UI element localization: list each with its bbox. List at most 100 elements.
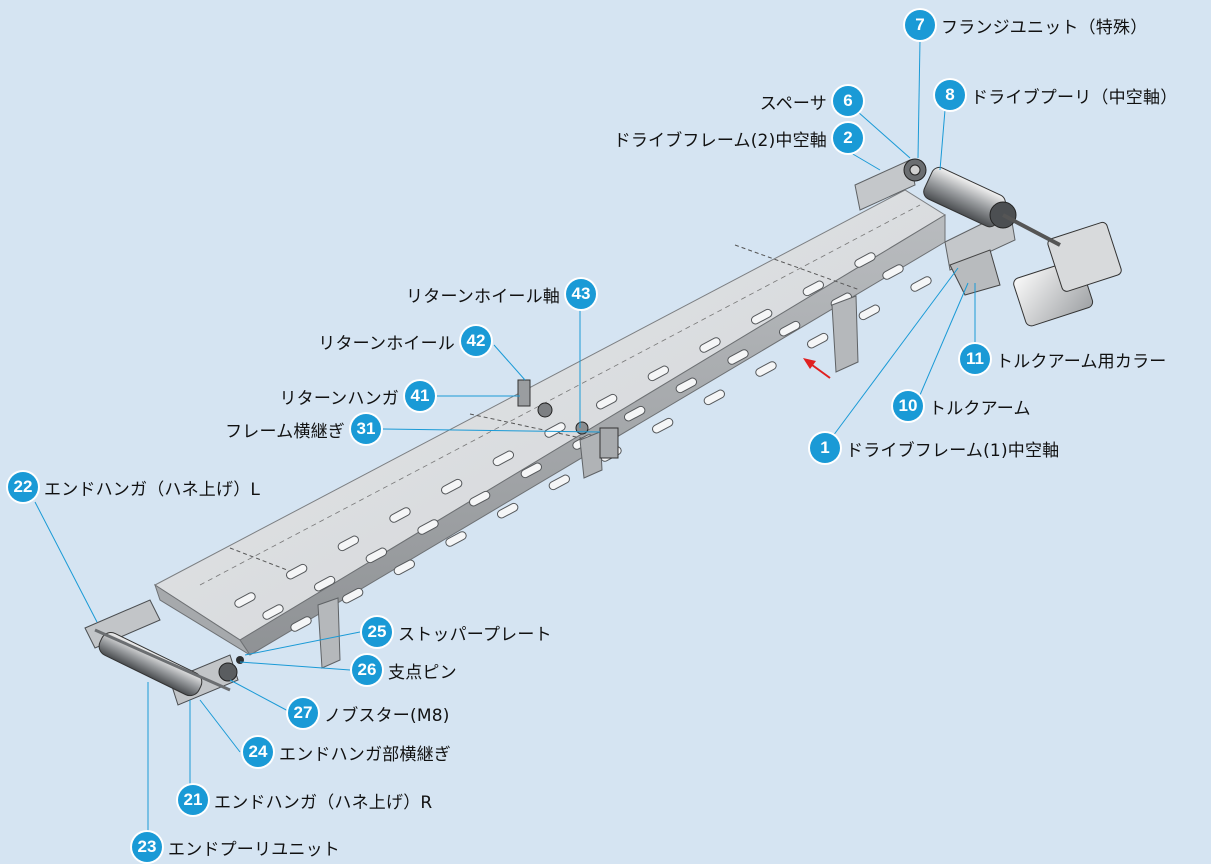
callout-number-badge: 24 — [243, 737, 273, 767]
support-legs — [317, 295, 859, 669]
frame-slot — [313, 575, 336, 592]
frame-slot — [755, 361, 777, 377]
flange-unit-hub — [909, 164, 921, 176]
frame-slot — [703, 389, 726, 406]
return-wheel-group — [517, 379, 619, 459]
callout-label: リターンホイール軸 — [406, 286, 560, 307]
callout-number-badge: 23 — [132, 832, 162, 862]
return-hanger — [517, 379, 531, 407]
leader-line — [34, 501, 98, 623]
callout-number-badge: 43 — [566, 279, 596, 309]
callout-11: 11 トルクアーム用カラー — [960, 344, 1166, 374]
frame-slots — [234, 252, 932, 632]
leader-line — [229, 679, 291, 713]
callout-25: 25 ストッパープレート — [362, 617, 552, 647]
leader-line — [919, 282, 969, 396]
callout-label: エンドハンガ（ハネ上げ）R — [214, 792, 433, 813]
callout-number-badge: 11 — [960, 344, 990, 374]
callout-42: リターンホイール 42 — [318, 326, 491, 356]
leader-line — [939, 109, 946, 171]
end-hanger-cross-joint — [94, 628, 231, 692]
frame-joint-line — [229, 547, 301, 576]
callout-24: 24 エンドハンガ部横継ぎ — [243, 737, 451, 767]
callout-21: 21 エンドハンガ（ハネ上げ）R — [178, 785, 432, 815]
support-leg — [831, 295, 859, 373]
frame-slot — [341, 587, 364, 604]
leader-line — [829, 267, 959, 441]
callout-8: 8 ドライブプーリ（中空軸） — [935, 80, 1177, 110]
callout-label: トルクアーム — [929, 398, 1031, 419]
callout-7: 7 フランジユニット（特殊） — [905, 10, 1147, 40]
callout-label: トルクアーム用カラー — [996, 351, 1167, 372]
support-leg — [579, 431, 603, 479]
direction-arrow — [803, 358, 831, 379]
callout-number-badge: 41 — [405, 381, 435, 411]
leader-line — [493, 344, 526, 381]
drive-shaft — [1002, 213, 1061, 247]
callout-number-badge: 7 — [905, 10, 935, 40]
callout-31: フレーム横継ぎ 31 — [225, 414, 381, 444]
return-wheel — [537, 402, 553, 418]
frame-slot — [595, 393, 618, 410]
callout-label: ノブスター(M8) — [324, 705, 450, 726]
frame-slot — [806, 332, 829, 349]
frame-slot — [417, 519, 439, 535]
knob-star — [218, 662, 238, 682]
frame-slot — [727, 349, 749, 365]
leader-line — [382, 428, 601, 433]
return-wheel-shaft — [575, 421, 589, 435]
callout-22: 22 エンドハンガ（ハネ上げ）L — [8, 472, 260, 502]
leader-line — [857, 111, 911, 159]
callout-43: リターンホイール軸 43 — [406, 279, 596, 309]
frame-slot — [548, 474, 571, 491]
callout-number-badge: 1 — [810, 433, 840, 463]
frame-slot — [623, 405, 646, 422]
callout-6: スペーサ 6 — [760, 86, 863, 116]
frame-slot — [699, 337, 721, 353]
frame-slot — [496, 502, 519, 519]
frame-joint-line — [734, 244, 861, 291]
frame-slot — [858, 304, 881, 321]
leader-line — [239, 661, 351, 671]
callout-label: ドライブフレーム(2)中空軸 — [613, 130, 827, 151]
callout-23: 23 エンドプーリユニット — [132, 832, 340, 862]
callout-41: リターンハンガ 41 — [279, 381, 435, 411]
callout-label: エンドプーリユニット — [168, 839, 340, 860]
callout-label: フランジユニット（特殊） — [941, 17, 1148, 38]
leader-lines — [34, 39, 976, 842]
callout-number-badge: 6 — [833, 86, 863, 116]
callout-number-badge: 2 — [833, 123, 863, 153]
frame-cross-joint — [599, 427, 619, 459]
leader-line — [244, 631, 361, 656]
callout-26: 26 支点ピン — [352, 655, 457, 685]
frame-slot — [365, 547, 388, 564]
frame-slot — [285, 563, 308, 580]
frame-center-line — [199, 204, 921, 586]
callout-number-badge: 27 — [288, 698, 318, 728]
frame-slot — [290, 616, 312, 632]
frame-slot — [393, 559, 416, 576]
frame-slot — [647, 365, 670, 382]
callout-number-badge: 8 — [935, 80, 965, 110]
callout-label: ストッパープレート — [398, 624, 552, 645]
frame-slot — [882, 264, 904, 280]
callout-2: ドライブフレーム(2)中空軸 2 — [614, 123, 863, 153]
callout-number-badge: 21 — [178, 785, 208, 815]
frame-slot — [675, 377, 698, 394]
frame-slot — [778, 320, 801, 337]
frame-slot — [910, 276, 932, 292]
frame-front-edge — [154, 583, 251, 656]
callout-label: リターンハンガ — [279, 388, 399, 409]
gear-motor-gearbox — [1047, 221, 1122, 292]
fulcrum-pin — [236, 656, 244, 664]
torque-arm — [949, 249, 1001, 296]
callout-label: エンドハンガ（ハネ上げ）L — [44, 479, 261, 500]
frame-slot — [468, 490, 491, 507]
callout-number-badge: 26 — [352, 655, 382, 685]
frame-slot — [520, 462, 543, 479]
frame-slot — [802, 280, 825, 297]
callout-number-badge: 10 — [893, 391, 923, 421]
callout-27: 27 ノブスター(M8) — [288, 698, 450, 728]
callout-label: フレーム横継ぎ — [225, 421, 345, 442]
